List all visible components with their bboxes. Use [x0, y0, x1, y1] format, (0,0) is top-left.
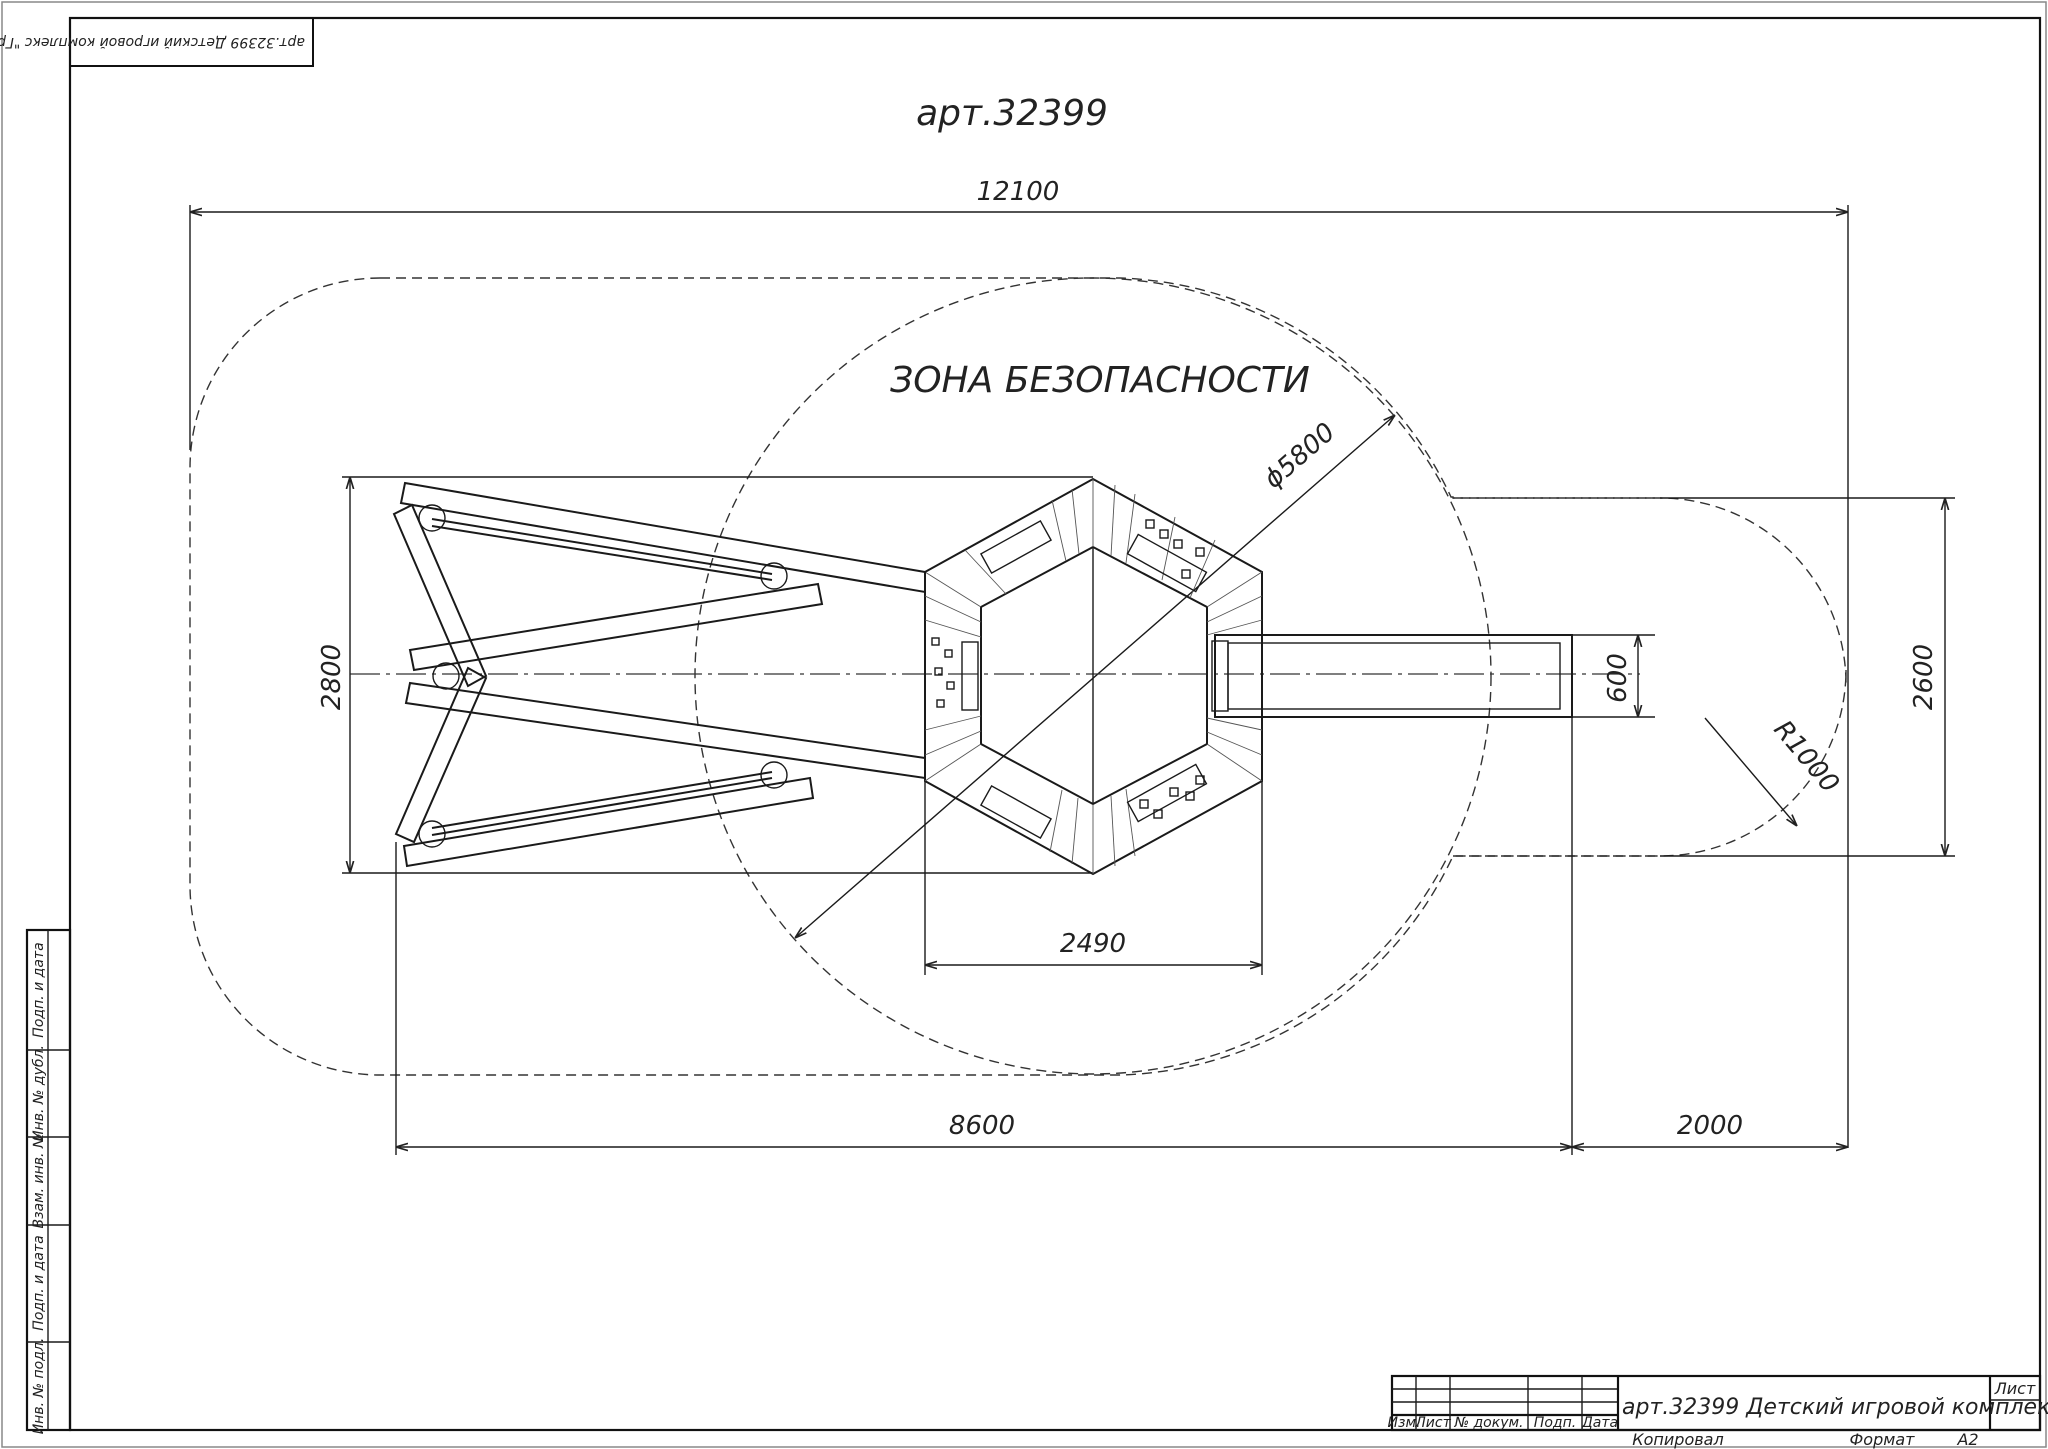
title-block: арт.32399 Детский игровой комплекс "Грав… — [1388, 1374, 2048, 1432]
safety-zone-circle — [694, 277, 1492, 1075]
dim-left-height: 2800 — [317, 644, 347, 710]
title-block-title: арт.32399 Детский игровой комплекс "Грав… — [1622, 1395, 2048, 1420]
dim-main-length: 8600 — [949, 1111, 1015, 1141]
title-block-col-sheet: Лист — [1414, 1415, 1451, 1431]
dim-hex-width: 2490 — [1060, 929, 1126, 959]
drawing-frame — [68, 16, 2042, 1432]
hex-inner — [980, 545, 1208, 806]
slide-start-block — [1211, 640, 1229, 712]
dim-slide-width: 600 — [1603, 653, 1633, 703]
slide-inner — [1227, 642, 1561, 710]
side-strip: Подп. и дата Инв. № дубл. Взам. инв. № П… — [25, 928, 72, 1435]
svg-text:2800: 2800 — [317, 644, 347, 710]
mirrored-label: арт.32399 Детский игровой комплекс "Грав… — [0, 34, 305, 50]
dim-right-length: 2000 — [1677, 1111, 1743, 1141]
side-strip-cell: Подп. и дата — [31, 1235, 47, 1330]
format-value: А2 — [1956, 1430, 1978, 1449]
dim-right-height: 2600 — [1909, 644, 1939, 710]
format-label: Формат — [1850, 1430, 1916, 1449]
title-block-col-date: Дата — [1581, 1415, 1618, 1431]
radius-leader — [1704, 717, 1797, 826]
safety-zone-outline — [189, 277, 1847, 1076]
hex-hatching — [924, 479, 1263, 874]
title-block-col-change: Изм. — [1388, 1415, 1421, 1431]
copied-label: Копировал — [1632, 1430, 1723, 1449]
dim-diameter: ϕ5800 — [1258, 417, 1341, 494]
side-strip-cell: Взам. инв. № — [31, 1133, 47, 1228]
safety-zone-label: ЗОНА БЕЗОПАСНОСТИ — [890, 360, 1310, 401]
title-block-sheet-label: Лист — [1994, 1379, 2036, 1398]
side-strip-cell: Инв. № подл. — [31, 1338, 47, 1435]
svg-text:арт.32399 Детский игровой комп: арт.32399 Детский игровой комплекс "Грав… — [0, 34, 305, 50]
left-structure — [392, 481, 926, 868]
slide-outer — [1214, 634, 1573, 718]
dim-overall-width: 12100 — [977, 177, 1060, 207]
side-strip-cell: Инв. № дубл. — [31, 1045, 47, 1141]
mirrored-label-box — [69, 17, 314, 67]
title-block-col-doc: № докум. — [1453, 1415, 1523, 1431]
svg-text:ϕ5800: ϕ5800 — [1258, 417, 1341, 494]
article-title: арт.32399 — [916, 93, 1108, 134]
diameter-leader — [795, 415, 1395, 938]
svg-text:2600: 2600 — [1909, 644, 1939, 710]
svg-text:600: 600 — [1603, 653, 1633, 703]
title-block-col-sign: Подп. — [1534, 1415, 1576, 1431]
side-strip-cell: Подп. и дата — [31, 942, 47, 1037]
hex-panels — [931, 519, 1208, 840]
